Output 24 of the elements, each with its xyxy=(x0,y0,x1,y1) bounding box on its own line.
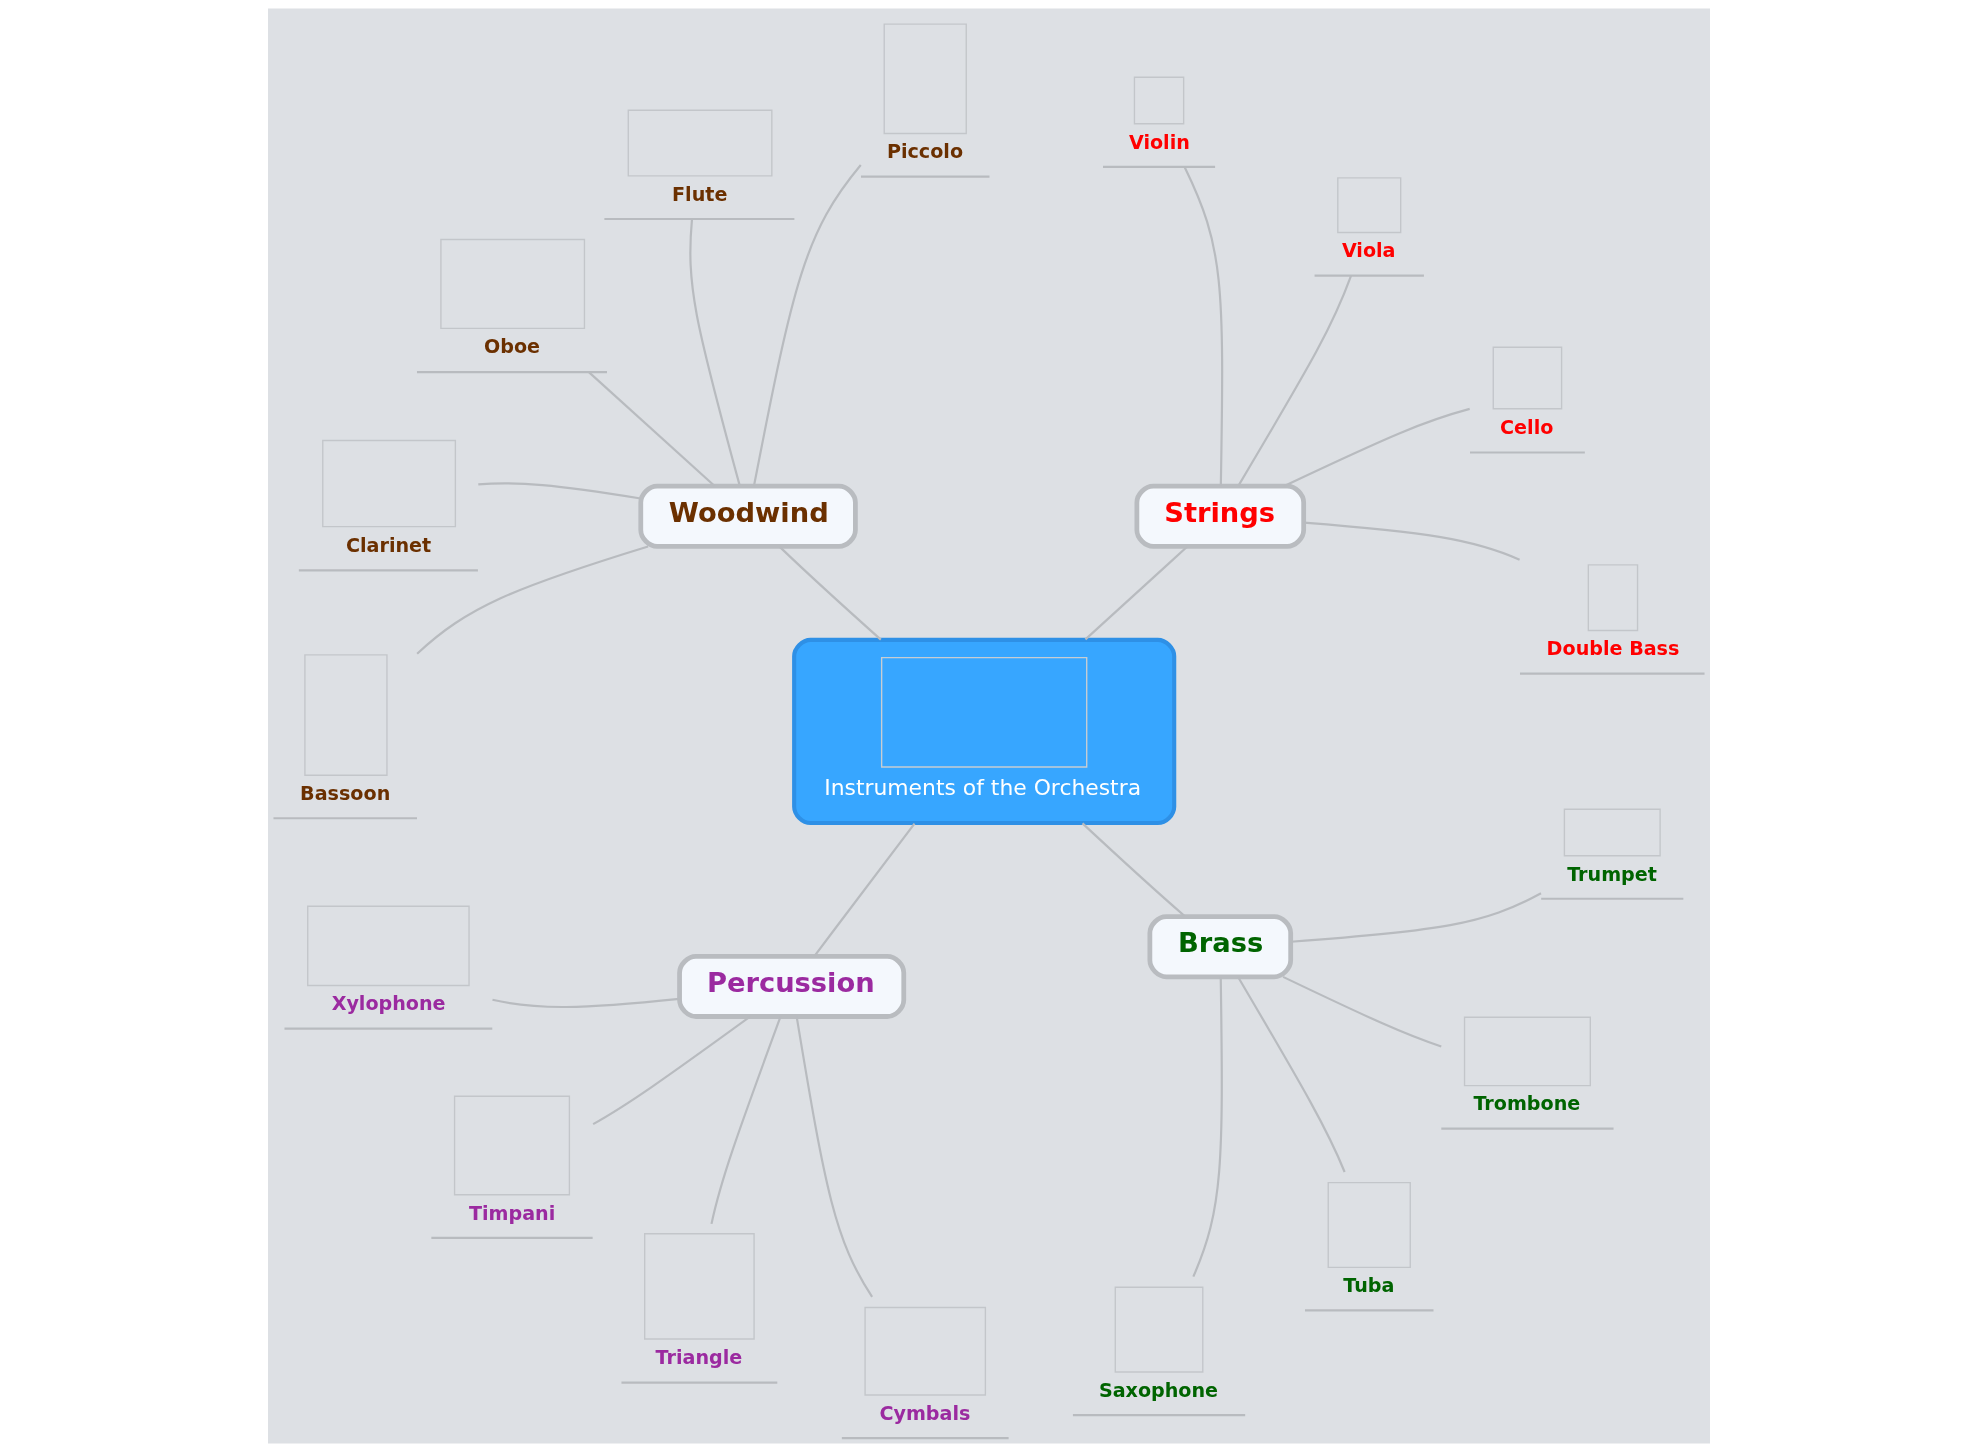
connector xyxy=(478,482,641,500)
node-box: Woodwind xyxy=(638,483,858,549)
connector xyxy=(416,545,649,655)
node-box: Instruments of the Orchestra xyxy=(792,637,1177,826)
connector xyxy=(1303,521,1521,561)
connector xyxy=(1282,975,1442,1048)
connector xyxy=(1084,545,1188,641)
connector xyxy=(1237,275,1353,487)
connector xyxy=(689,219,741,486)
connector xyxy=(752,164,862,487)
connector xyxy=(1183,166,1224,486)
connector xyxy=(710,1016,782,1225)
connector xyxy=(492,997,680,1009)
node-box: Percussion xyxy=(677,953,907,1019)
connector xyxy=(813,822,916,957)
connector xyxy=(778,545,882,641)
connector xyxy=(795,1016,874,1298)
connector xyxy=(1290,892,1542,943)
connector xyxy=(1192,977,1223,1277)
node-box: Strings xyxy=(1134,483,1307,549)
connector xyxy=(1081,822,1186,918)
connector xyxy=(1237,976,1346,1173)
connector xyxy=(588,371,716,487)
node-box: Brass xyxy=(1147,914,1294,980)
